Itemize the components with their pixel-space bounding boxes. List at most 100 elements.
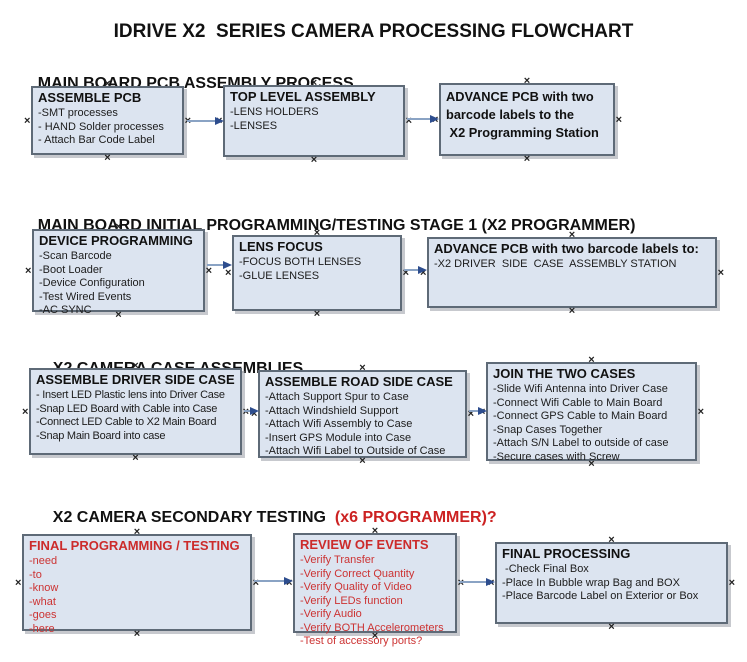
- box-title: ASSEMBLE PCB: [38, 90, 142, 105]
- anchor-icon: [311, 79, 317, 87]
- box-item: -Test Wired Events: [39, 290, 132, 303]
- box-item: -know: [29, 582, 59, 594]
- connector-arrow-icon[interactable]: [244, 407, 259, 415]
- box-item: -Snap Main Board into case: [36, 429, 166, 442]
- anchor-icon: [359, 364, 365, 372]
- box-item: -Connect Wifi Cable to Main Board: [493, 396, 663, 409]
- flow-box-review-of-events[interactable]: REVIEW OF EVENTS -Verify Transfer-Verify…: [293, 533, 457, 647]
- box-item: -SMT processes: [38, 107, 118, 119]
- box-item: -Verify LEDs function: [300, 594, 403, 607]
- box-item: -Verify Quality of Video: [300, 581, 412, 593]
- box-item-list: -X2 DRIVER SIDE CASE ASSEMBLY STATION: [434, 258, 710, 272]
- flow-box-advance-pcb-to-case-assembly[interactable]: ADVANCE PCB with two barcode labels to: …: [427, 237, 717, 308]
- box-item: -LENSES: [230, 119, 278, 132]
- box-title: JOIN THE TWO CASES: [493, 366, 636, 381]
- box-item: -LENS HOLDERS: [230, 106, 319, 118]
- anchor-icon: [115, 311, 121, 319]
- box-item: -Check Final Box: [502, 563, 589, 575]
- anchor-icon: [15, 579, 21, 587]
- box-item: -Snap LED Board with Cable into Case: [36, 402, 218, 415]
- box-item: -what: [29, 595, 56, 608]
- anchor-icon: [132, 362, 138, 370]
- anchor-icon: [206, 267, 212, 275]
- box-item: -Attach Wifi Assembly to Case: [265, 418, 413, 430]
- box-item: -Insert GPS Module into Case: [265, 431, 412, 444]
- box-item: - Attach Bar Code Label: [38, 134, 155, 146]
- anchor-icon: [134, 630, 140, 638]
- flow-box-device-programming[interactable]: DEVICE PROGRAMMING -Scan Barcode-Boot Lo…: [32, 229, 205, 316]
- connector-arrow-icon[interactable]: [404, 266, 427, 274]
- anchor-icon: [24, 117, 30, 125]
- box-title: FINAL PROCESSING: [502, 546, 631, 561]
- box-title: TOP LEVEL ASSEMBLY: [230, 89, 376, 104]
- box-item: -Verify BOTH Accelerometers: [300, 621, 444, 634]
- box-title: ASSEMBLE ROAD SIDE CASE: [265, 374, 453, 389]
- box-item-list: -Check Final Box-Place In Bubble wrap Ba…: [502, 563, 721, 604]
- connector-arrow-icon[interactable]: [407, 115, 439, 123]
- box-item-list: -need-to-know-what-goes-here: [29, 555, 245, 636]
- box-item: -Place In Bubble wrap Bag and BOX: [502, 576, 680, 589]
- anchor-icon: [608, 536, 614, 544]
- page-title: IDRIVE X2 SERIES CAMERA PROCESSING FLOWC…: [113, 21, 634, 42]
- box-item: -Verify Audio: [300, 608, 362, 620]
- heading-red-text: (x6 PROGRAMMER)?: [326, 509, 497, 526]
- flow-box-assemble-road-side-case[interactable]: ASSEMBLE ROAD SIDE CASE -Attach Support …: [258, 370, 467, 458]
- flow-box-assemble-driver-side-case[interactable]: ASSEMBLE DRIVER SIDE CASE - Insert LED P…: [29, 368, 242, 455]
- box-item-list: -SMT processes- HAND Solder processes- A…: [38, 107, 177, 148]
- box-title: DEVICE PROGRAMMING: [39, 233, 193, 248]
- box-item: -to: [29, 568, 42, 581]
- box-item-list: - Insert LED Plastic lens into Driver Ca…: [36, 389, 235, 443]
- connector-arrow-icon[interactable]: [207, 261, 232, 269]
- anchor-icon: [698, 408, 704, 416]
- box-item: - Insert LED Plastic lens into Driver Ca…: [36, 389, 225, 401]
- box-title: LENS FOCUS: [239, 239, 323, 254]
- box-item: -Connect LED Cable to X2 Main Board: [36, 416, 217, 428]
- flow-box-final-programming-testing[interactable]: FINAL PROGRAMMING / TESTING -need-to-kno…: [22, 534, 252, 635]
- box-item: -goes: [29, 609, 57, 621]
- anchor-icon: [372, 527, 378, 535]
- anchor-icon: [372, 632, 378, 640]
- anchor-icon: [608, 623, 614, 631]
- anchor-icon: [311, 156, 317, 164]
- box-item: -Verify Transfer: [300, 554, 375, 566]
- box-item: -Place Barcode Label on Exterior or Box: [502, 590, 699, 602]
- connector-arrow-icon[interactable]: [187, 117, 224, 125]
- box-item: - HAND Solder processes: [38, 120, 164, 133]
- anchor-icon: [524, 155, 530, 163]
- box-title: ADVANCE PCB with two barcode labels to:: [434, 241, 699, 256]
- flow-box-lens-focus[interactable]: LENS FOCUS -FOCUS BOTH LENSES-GLUE LENSE…: [232, 235, 402, 311]
- anchor-icon: [616, 116, 622, 124]
- anchor-icon: [729, 579, 735, 587]
- flow-box-advance-pcb-to-programming-station[interactable]: ADVANCE PCB with two barcode labels to th…: [439, 83, 615, 156]
- box-item: barcode labels to the: [446, 107, 575, 122]
- flow-box-join-the-two-cases[interactable]: JOIN THE TWO CASES -Slide Wifi Antenna i…: [486, 362, 697, 464]
- anchor-icon: [115, 223, 121, 231]
- box-item: -Secure cases with Screw: [493, 450, 620, 463]
- connector-arrow-icon[interactable]: [469, 407, 487, 415]
- section-heading-secondary-testing: X2 CAMERA SECONDARY TESTING (x6 PROGRAMM…: [35, 491, 497, 545]
- connector-arrow-icon[interactable]: [459, 578, 495, 586]
- box-item-list: -Slide Wifi Antenna into Driver Case-Con…: [493, 383, 690, 464]
- flow-box-top-level-assembly[interactable]: TOP LEVEL ASSEMBLY -LENS HOLDERS-LENSES: [223, 85, 405, 157]
- box-item: -Boot Loader: [39, 263, 103, 276]
- anchor-icon: [718, 269, 724, 277]
- anchor-icon: [225, 269, 231, 277]
- box-item-list: -Attach Support Spur to Case-Attach Wind…: [265, 391, 460, 459]
- anchor-icon: [588, 356, 594, 364]
- anchor-icon: [132, 454, 138, 462]
- connector-arrow-icon[interactable]: [254, 577, 293, 585]
- anchor-icon: [314, 310, 320, 318]
- box-item: -GLUE LENSES: [239, 269, 320, 282]
- anchor-icon: [524, 77, 530, 85]
- box-item: X2 Programming Station: [446, 125, 599, 140]
- anchor-icon: [22, 408, 28, 416]
- flow-box-final-processing[interactable]: FINAL PROCESSING -Check Final Box-Place …: [495, 542, 728, 624]
- box-item: -Verify Correct Quantity: [300, 567, 415, 580]
- anchor-icon: [134, 528, 140, 536]
- flow-box-assemble-pcb[interactable]: ASSEMBLE PCB -SMT processes- HAND Solder…: [31, 86, 184, 155]
- box-item: -Scan Barcode: [39, 250, 112, 262]
- heading-text: X2 CAMERA SECONDARY TESTING: [52, 509, 326, 526]
- anchor-icon: [104, 80, 110, 88]
- box-item: ADVANCE PCB with two: [446, 89, 594, 104]
